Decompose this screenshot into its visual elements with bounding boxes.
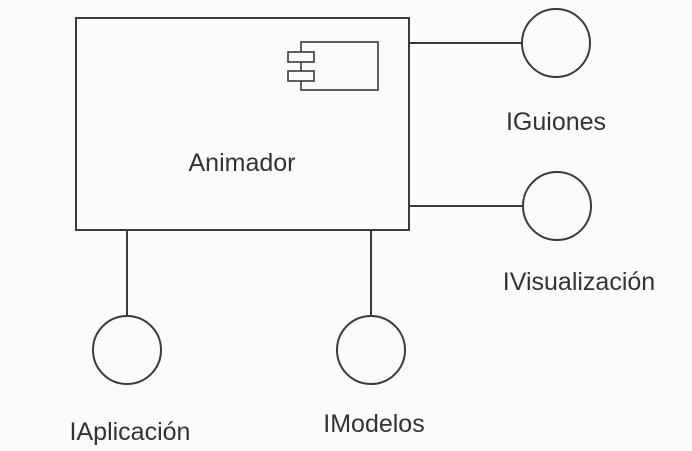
interface-ivisualizacion: IVisualización — [409, 171, 655, 296]
uml-component-icon — [287, 41, 379, 91]
interface-label-imodelos: IModelos — [323, 410, 424, 438]
lollipop-iaplicacion — [92, 315, 162, 385]
interface-imodelos: IModelos — [323, 230, 425, 438]
interface-label-iguiones: IGuiones — [506, 108, 606, 136]
lollipop-imodelos — [336, 315, 406, 385]
interface-iaplicacion: IAplicación — [70, 230, 191, 446]
component-animador: Animador — [75, 17, 410, 231]
interface-iguiones: IGuiones — [409, 8, 606, 136]
interface-label-ivisualizacion: IVisualización — [503, 268, 655, 296]
lollipop-ivisualizacion — [522, 171, 592, 241]
lollipop-iguiones — [521, 8, 591, 78]
component-box — [75, 17, 410, 231]
component-label: Animador — [189, 149, 296, 177]
interface-label-iaplicacion: IAplicación — [70, 418, 191, 446]
